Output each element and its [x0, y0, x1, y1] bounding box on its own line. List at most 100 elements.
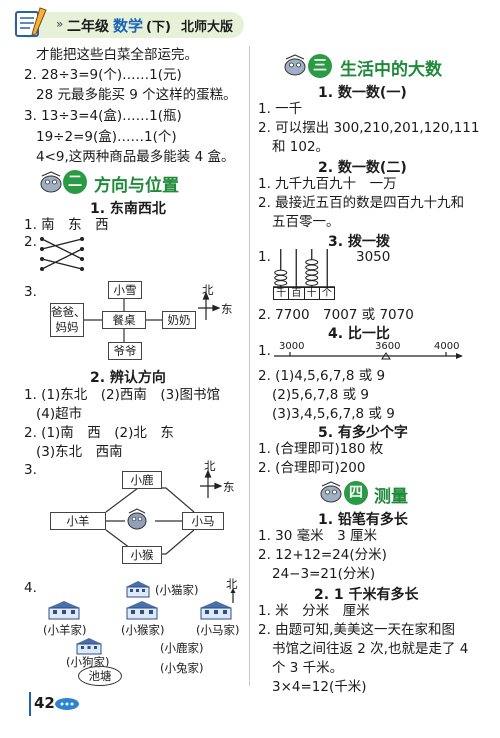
question-number: 3.	[24, 462, 37, 478]
answer-line: 2. 7700 7007 或 7070	[258, 307, 414, 323]
abacus-label-row: 千 百 十 个	[273, 287, 335, 300]
abacus-bead	[305, 280, 319, 286]
mascot-icon	[127, 508, 147, 530]
answer-line: 和 102。	[272, 139, 330, 155]
header-term: (下)	[146, 20, 171, 35]
unit-badge: 三	[308, 54, 332, 78]
answer-line: 28 元最多能买 9 个这样的蛋糕。	[36, 87, 237, 103]
header-grade: 二年级	[67, 19, 109, 35]
unit-badge: 二	[63, 170, 87, 194]
answer-line: 1. 30 毫米 3 厘米	[258, 528, 378, 544]
table-map-connectors	[84, 298, 162, 342]
answer-line: 2. 由题可知,美美这一天在家和图	[258, 622, 455, 638]
unit-title: 测量	[374, 487, 408, 507]
answer-line: 2. 12+12=24(分米)	[258, 547, 387, 563]
house-label: (小羊家)	[43, 623, 87, 637]
answer-line: 个 3 千米。	[272, 660, 344, 676]
answer-line: (2)5,6,7,8 或 9	[272, 387, 370, 403]
mascot-icon	[320, 481, 342, 503]
answer-line: 1. 一千	[258, 101, 303, 117]
answer-line: (3)东北 西南	[36, 444, 123, 460]
house-label: (小马家)	[196, 623, 240, 637]
abacus-bead	[274, 269, 288, 276]
map-node-left: 小羊	[50, 512, 106, 530]
answer-line: 2. (1)南 西 (2)北 东	[24, 425, 174, 441]
map-node-right: 小马	[182, 512, 224, 530]
abacus-bead	[305, 264, 319, 271]
section-title: 2. 1 千米有多长	[314, 587, 419, 603]
north-arrow-icon	[230, 588, 236, 603]
house-label: (小猫家)	[155, 583, 199, 597]
answer-line: 书馆之间往返 2 次,也就是走了 4	[272, 641, 469, 657]
compass-icon	[200, 470, 222, 498]
abacus-label: 百	[289, 287, 305, 300]
answer-line: 2. 可以摆出 300,210,201,120,111	[258, 120, 480, 136]
section-title: 1. 铅笔有多长	[318, 512, 408, 528]
section-title: 3. 拨一拨	[328, 234, 390, 250]
answer-line: 24−3=21(分米)	[272, 566, 376, 582]
page-arrow-icon	[55, 698, 79, 710]
map-node-bottom: 爷爷	[108, 342, 142, 360]
page-header: » 二年级 数学 (下) 北师大版	[0, 0, 500, 44]
compass-north-label: 北	[204, 459, 216, 473]
number-line-label: 3000	[279, 341, 305, 352]
number-line-label: 4000	[434, 341, 460, 352]
map-node-right: 奶奶	[162, 311, 196, 329]
section-title: 2. 辨认方向	[90, 370, 166, 386]
unit-title: 方向与位置	[94, 176, 179, 196]
abacus-bead	[305, 274, 319, 281]
compass-east-label: 东	[221, 302, 233, 316]
question-number: 1.	[258, 249, 271, 265]
abacus-bead	[305, 269, 319, 276]
header-subject: 数学	[113, 17, 144, 35]
house-icon	[48, 601, 80, 620]
column-divider	[249, 46, 250, 686]
house-label: (小猴家)	[121, 623, 165, 637]
matching-lines-diagram	[40, 237, 84, 271]
page-number-bar	[29, 692, 31, 716]
map-node-left-line1: 爸爸、	[51, 305, 86, 319]
house-icon	[126, 601, 158, 620]
answer-line: 1. 米 分米 厘米	[258, 603, 370, 619]
mascot-icon	[284, 54, 306, 76]
answer-line: 1. 南 东 西	[24, 217, 109, 233]
abacus-bead	[274, 274, 288, 281]
unit-badge: 四	[344, 481, 368, 505]
house-label: (小鹿家)	[160, 641, 204, 655]
abacus-label: 千	[273, 287, 290, 300]
page-number: 42	[34, 694, 55, 712]
answer-line: 4<9,这两种商品最多能装 4 盒。	[36, 149, 235, 165]
answer-line: 19÷2=9(盒)……1(个)	[36, 129, 177, 145]
answer-line: 2. (合理即可)200	[258, 460, 366, 476]
number-line	[274, 352, 463, 360]
map-node-top: 小雪	[108, 281, 142, 299]
answer-line: 五百零一。	[272, 214, 340, 230]
map-node-bottom: 小猴	[122, 546, 162, 564]
number-line-label: 3600	[375, 341, 401, 352]
abacus-bead	[305, 259, 319, 266]
compass-east-label: 东	[223, 480, 235, 494]
answer-line: (3)3,4,5,6,7,8 或 9	[272, 406, 395, 422]
answer-line: 2. 28÷3=9(个)……1(元)	[24, 67, 182, 83]
header-edition: 北师大版	[181, 20, 234, 35]
answer-line: 3×4=12(千米)	[272, 679, 367, 695]
answer-line: 2. 最接近五百的数是四百九十九和	[258, 195, 465, 211]
header-arrow: »	[56, 17, 64, 31]
section-title: 2. 数一数(二)	[318, 160, 407, 176]
house-icon	[76, 638, 102, 655]
question-number: 4.	[24, 580, 37, 596]
compass-north-label: 北	[226, 577, 238, 591]
abacus-label: 个	[319, 287, 335, 300]
answer-line: 才能把这些白菜全部运完。	[36, 47, 198, 63]
book-pencil-icon	[15, 7, 47, 37]
compass-north-label: 北	[202, 283, 214, 297]
question-number: 3.	[24, 284, 37, 300]
section-title: 5. 有多少个字	[318, 425, 408, 441]
section-title: 1. 东南西北	[90, 201, 166, 217]
answer-line: 3. 13÷3=4(盒)……1(瓶)	[24, 108, 182, 124]
question-number: 1.	[258, 343, 271, 359]
compass-icon	[198, 292, 220, 320]
unit-title: 生活中的大数	[340, 60, 442, 80]
abacus-bead	[274, 280, 288, 286]
abacus-value: 3050	[356, 249, 391, 265]
